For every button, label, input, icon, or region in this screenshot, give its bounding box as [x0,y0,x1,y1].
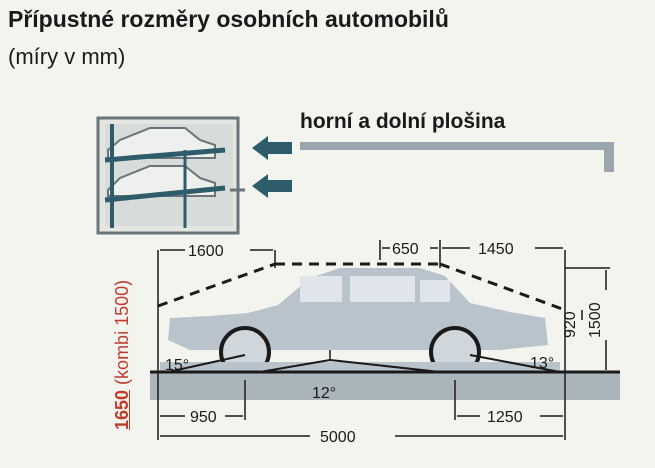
angle-under: 12° [312,385,336,402]
angle-lines [167,354,561,373]
dimension-lines [157,240,610,440]
page-title: Přípustné rozměry osobních automobilů [8,6,449,32]
angle-rear: 13° [530,355,554,372]
dim-rear-roof: 1450 [478,241,514,258]
dim-total-length: 5000 [320,429,356,446]
dim-height-1500: 1500 [587,302,604,338]
car-silhouette [160,268,560,378]
dim-front-roof: 1600 [188,243,224,260]
dim-front-axle: 950 [190,409,217,426]
platform-arrows [252,136,614,198]
page-subtitle: (míry v mm) [8,44,126,69]
angle-front: 15° [165,357,189,374]
max-height-kombi: (kombi 1500) [112,279,132,385]
dim-roof-mid: 650 [392,241,419,258]
parking-lift-illustration [96,116,245,235]
max-height-main: 1650 [112,389,132,430]
dim-height-920: 920 [562,311,579,338]
max-height-label: 1650 (kombi 1500) [112,280,133,430]
platform-bar [300,142,614,172]
height-envelope [157,262,566,312]
lower-arrow-icon [252,174,292,198]
upper-arrow-icon [252,136,292,160]
dim-rear-axle: 1250 [487,409,523,426]
platform-label: horní a dolní plošina [300,110,506,133]
ground [150,370,620,400]
